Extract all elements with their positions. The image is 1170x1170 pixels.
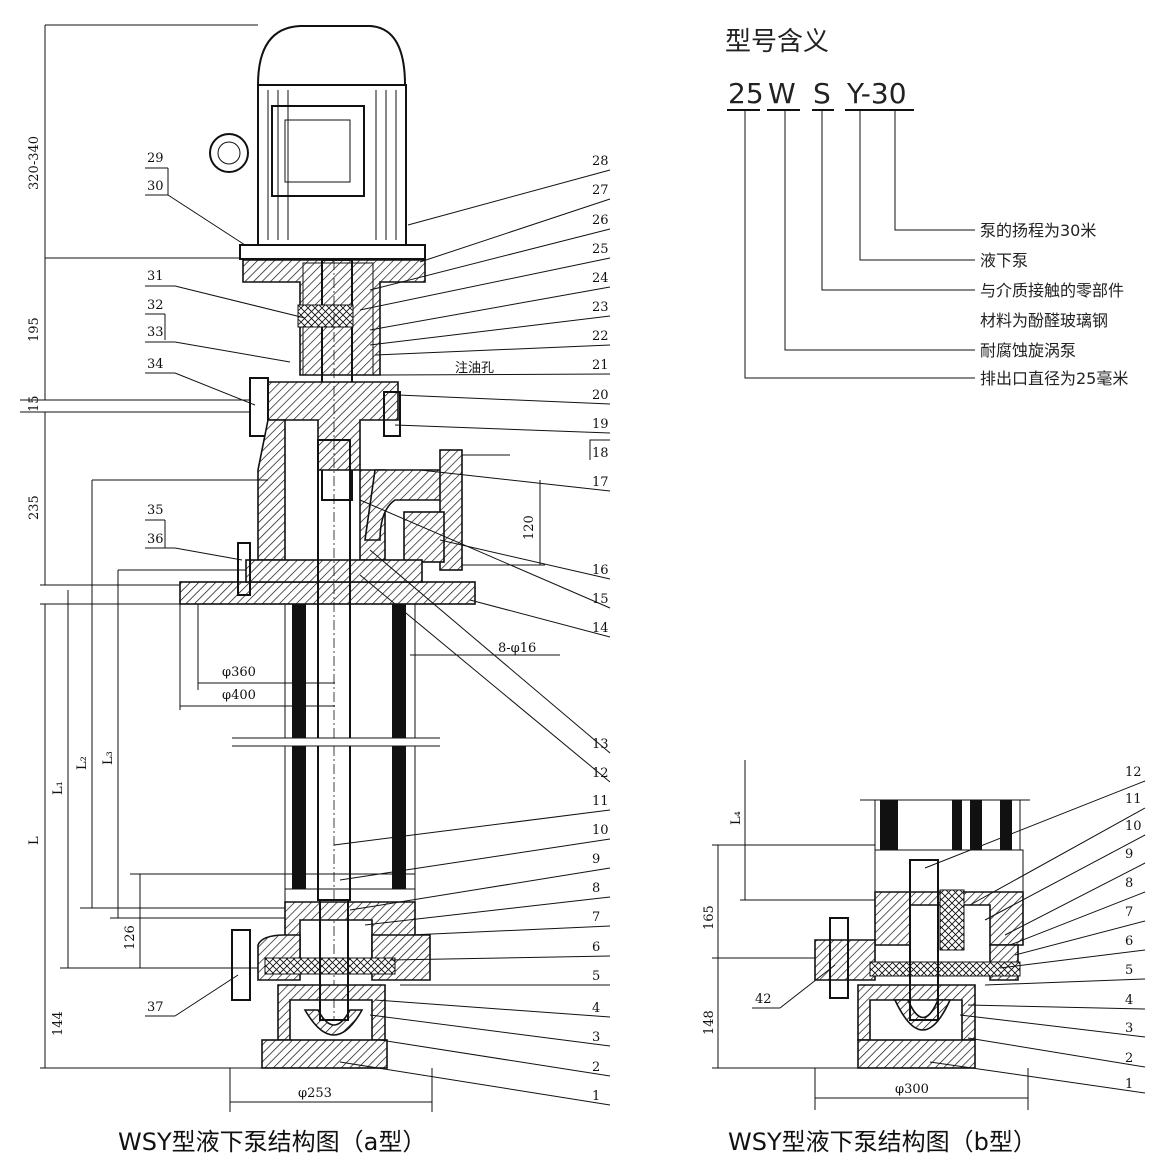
- part-label: 18: [592, 446, 609, 461]
- part-label: 34: [147, 357, 164, 372]
- dim-L3: L₃: [101, 751, 116, 765]
- part-label: 8: [592, 881, 600, 896]
- part-label: 9: [592, 852, 600, 867]
- impeller-casing: [231, 873, 431, 1069]
- model-meaning-section: 型号含义 25 W S Y-30 泵的扬程为30米 液下泵 与介质接触的零部件 …: [725, 27, 1128, 388]
- part-label: 14: [592, 621, 609, 636]
- dim-phi360: φ360: [222, 665, 256, 680]
- diagram-b: L₄ 165 148 φ300 12 11 10 9 8 7 6 5 4 3 2…: [702, 760, 1146, 1156]
- dim-holes: 8-φ16: [498, 641, 536, 656]
- model-code-25: 25: [728, 77, 764, 110]
- part-labels-left-a: 29 30 31 32 33 34 35 36 37: [147, 151, 164, 1015]
- part-label: 6: [1125, 934, 1133, 949]
- part-label: 33: [147, 325, 164, 340]
- part-label: 1: [592, 1089, 600, 1104]
- motor: [209, 25, 426, 260]
- part-labels-right-a: 28 27 26 25 24 23 22 21 20 19 18 17 16 1…: [592, 154, 609, 1104]
- part-label: 27: [592, 183, 609, 198]
- part-label: 5: [1125, 963, 1133, 978]
- model-leader-lines: [744, 110, 975, 379]
- part-label: 36: [147, 532, 164, 547]
- dim-L1: L₁: [51, 781, 66, 795]
- part-label: 6: [592, 940, 600, 955]
- part-label: 21: [592, 358, 609, 373]
- part-label: 20: [592, 388, 609, 403]
- model-code-s: S: [813, 77, 831, 110]
- part-label: 25: [592, 242, 609, 257]
- part-label: 17: [592, 475, 609, 490]
- part-label: 2: [592, 1060, 600, 1075]
- part-label: 37: [147, 1000, 164, 1015]
- part-label: 3: [592, 1030, 600, 1045]
- part-label: 29: [147, 151, 164, 166]
- part-label: 15: [592, 592, 609, 607]
- meaning-vortex-pump: 耐腐蚀旋涡泵: [980, 341, 1076, 360]
- meaning-head: 泵的扬程为30米: [980, 221, 1096, 240]
- part-label: 5: [592, 969, 600, 984]
- dim-148: 148: [702, 1010, 717, 1035]
- part-label: 12: [1125, 765, 1142, 780]
- dim-motor-height: 320-340: [27, 136, 42, 190]
- part-label: 11: [1125, 792, 1142, 807]
- dim-L2: L₂: [75, 756, 90, 770]
- part-label: 2: [1125, 1051, 1133, 1066]
- dim-15: 15: [27, 395, 42, 412]
- model-meaning-title: 型号含义: [725, 27, 829, 57]
- part-label: 4: [1125, 993, 1133, 1008]
- dim-235: 235: [27, 495, 42, 520]
- part-label: 4: [592, 1001, 600, 1016]
- part-label: 24: [592, 271, 609, 286]
- dim-phi253: φ253: [298, 1086, 332, 1101]
- dim-126: 126: [123, 925, 138, 950]
- part-label: 22: [592, 329, 609, 344]
- shaft-column: [232, 260, 440, 1020]
- part-label: 30: [147, 179, 164, 194]
- meaning-submerged: 液下泵: [980, 251, 1028, 270]
- part-label: 23: [592, 300, 609, 315]
- part-label: 8: [1125, 876, 1133, 891]
- dim-144: 144: [51, 1011, 66, 1036]
- meaning-material-2: 材料为酚醛玻璃钢: [980, 311, 1108, 330]
- part-label: 11: [592, 794, 609, 809]
- meaning-outlet-diameter: 排出口直径为25毫米: [980, 369, 1128, 388]
- leader-lines-left-b: [752, 964, 836, 1009]
- caption-a: WSY型液下泵结构图（a型）: [118, 1128, 426, 1156]
- diagram-a: 注油孔: [20, 24, 611, 1156]
- part-label: 7: [592, 910, 600, 925]
- part-label: 31: [147, 269, 164, 284]
- leader-lines-left-a: [145, 167, 306, 1017]
- part-label: 1: [1125, 1077, 1133, 1092]
- leader-lines-right-a: [333, 169, 611, 1106]
- dim-195: 195: [27, 317, 42, 342]
- dim-phi300: φ300: [895, 1082, 929, 1097]
- meaning-material-1: 与介质接触的零部件: [980, 281, 1124, 300]
- model-code-w: W: [768, 77, 796, 110]
- dim-phi400: φ400: [222, 688, 256, 703]
- dim-120: 120: [522, 515, 537, 540]
- part-label: 16: [592, 563, 609, 578]
- caption-b: WSY型液下泵结构图（b型）: [728, 1128, 1037, 1156]
- part-label: 9: [1125, 847, 1133, 862]
- leader-lines-right-b: [924, 780, 1146, 1094]
- part-label: 42: [755, 992, 772, 1007]
- part-label: 10: [592, 823, 609, 838]
- dimension-lines-a: [20, 24, 560, 1112]
- oil-hole-label: 注油孔: [455, 361, 494, 376]
- dim-L: L: [27, 836, 42, 845]
- dim-165: 165: [702, 905, 717, 930]
- dimension-lines-b: [712, 760, 1029, 1110]
- dim-L4: L₄: [729, 811, 744, 825]
- part-labels-right-b: 12 11 10 9 8 7 6 5 4 3 2 1: [1125, 765, 1142, 1092]
- part-label: 32: [147, 298, 164, 313]
- part-label: 19: [592, 417, 609, 432]
- part-label: 26: [592, 213, 609, 228]
- model-code-y30: Y-30: [846, 77, 907, 110]
- pump-body: [179, 419, 476, 605]
- part-label: 28: [592, 154, 609, 169]
- part-label: 7: [1125, 905, 1133, 920]
- part-label: 35: [147, 503, 164, 518]
- part-label: 10: [1125, 819, 1142, 834]
- part-label: 3: [1125, 1021, 1133, 1036]
